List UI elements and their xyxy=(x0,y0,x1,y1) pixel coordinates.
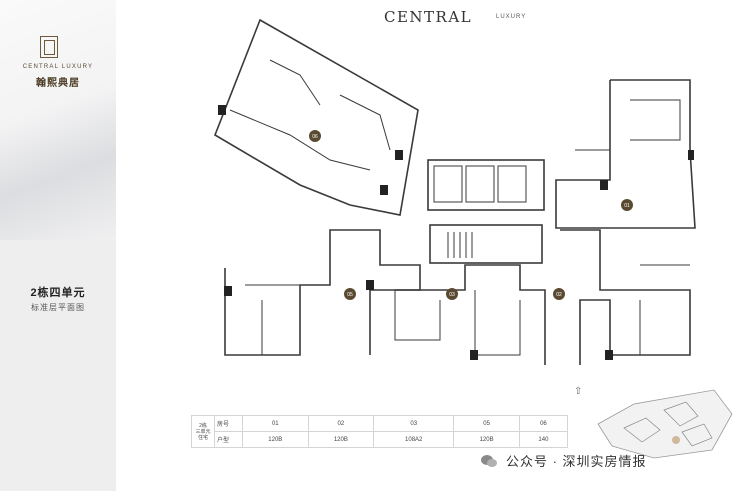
room-label-06: 06 xyxy=(312,134,318,140)
table-label-type: 户型 xyxy=(214,431,243,448)
table-cell: 120B xyxy=(453,431,520,448)
table-cell: 140 xyxy=(518,431,569,448)
room-label-03: 03 xyxy=(449,292,455,298)
table-label-unit: 房号 xyxy=(214,415,243,432)
site-plan xyxy=(597,389,733,459)
room-label-05: 05 xyxy=(347,292,353,298)
table-cell: 03 xyxy=(373,415,455,432)
table-cell: 120B xyxy=(307,431,375,448)
sidebar: CENTRAL LUXURY 翰熙典居 2栋四单元 标准层平面图 xyxy=(0,0,116,491)
table-cell: 01 xyxy=(242,415,309,432)
table-row-header: 2栋 三单元 住宅 xyxy=(191,415,215,448)
room-label-02: 02 xyxy=(556,292,562,298)
table-cell: 108A2 xyxy=(373,431,455,448)
watermark: 公众号 · 深圳实房情报 xyxy=(480,451,647,470)
table-cell: 02 xyxy=(307,415,375,432)
unit-title: 2栋四单元 xyxy=(30,287,86,299)
sidebar-info-panel xyxy=(0,240,116,491)
wechat-icon xyxy=(481,454,497,467)
brand-sub: LUXURY xyxy=(496,14,527,20)
unit-subtitle: 标准层平面图 xyxy=(31,303,85,312)
watermark-text: 公众号 · 深圳实房情报 xyxy=(506,454,647,469)
logo-english: CENTRAL LUXURY xyxy=(22,64,94,70)
table-cell: 05 xyxy=(453,415,520,432)
sidebar-hero xyxy=(0,0,116,240)
table-cell: 120B xyxy=(242,431,309,448)
brand-name: CENTRAL xyxy=(384,8,473,26)
north-arrow-icon: ⇧ xyxy=(574,386,583,397)
logo-chinese: 翰熙典居 xyxy=(36,78,80,89)
table-cell: 06 xyxy=(518,415,569,432)
logo-icon xyxy=(40,36,58,58)
unit-type-table: 2栋 三单元 住宅 房号 01 02 03 05 06 户型 120B 120B… xyxy=(191,415,569,448)
room-markers xyxy=(309,130,633,300)
room-label-01: 01 xyxy=(624,203,630,209)
floor-plan: 06 01 05 03 02 xyxy=(214,18,696,365)
